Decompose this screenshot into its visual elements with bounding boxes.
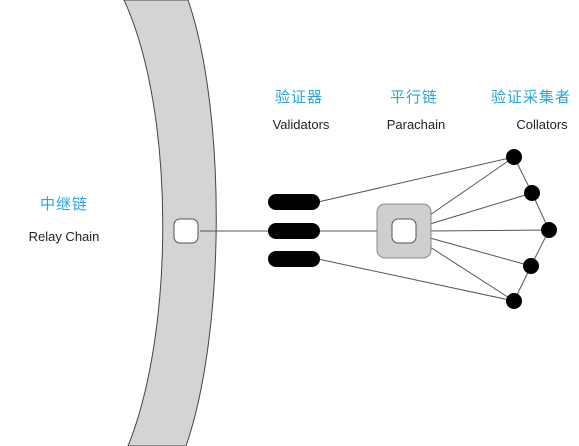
collator-node (523, 258, 539, 274)
relay-chain-label-zh: 中继链 (39, 195, 89, 213)
parachain-label-zh: 平行链 (389, 88, 439, 106)
parachain-to-collator-5-line (429, 246, 515, 302)
collators-label-en: Collators (516, 117, 568, 132)
parachain-to-collator-2-line (429, 192, 533, 225)
validator-pill (268, 223, 320, 239)
parachain-to-collator-3-line (429, 229, 550, 232)
collators-group (506, 149, 557, 309)
validators-group (268, 194, 320, 267)
validators-label-zh: 验证器 (274, 88, 324, 106)
validator-bottom-to-collator-5-line (317, 258, 515, 302)
validator-pill (268, 251, 320, 267)
collator-node (506, 149, 522, 165)
collators-label-zh: 验证采集者 (490, 88, 572, 106)
collator-node (524, 185, 540, 201)
parachain-to-collator-1-line (429, 156, 515, 216)
parachain-to-collator-lines (429, 156, 550, 302)
collator-node (506, 293, 522, 309)
relay-chain-band (123, 0, 217, 446)
parachain-inner-box (391, 218, 417, 244)
validator-pill (268, 194, 320, 210)
relay-chain-label-en: Relay Chain (28, 229, 100, 244)
parachain-label-en: Parachain (386, 117, 446, 132)
collator-node (541, 222, 557, 238)
validator-top-to-collator-1-line (317, 156, 515, 203)
validators-label-en: Validators (272, 117, 330, 132)
parachain-to-collator-4-line (429, 237, 532, 267)
parachain-node (376, 203, 432, 259)
relay-chain-node (173, 218, 199, 244)
validator-to-collator-lines (317, 156, 515, 302)
